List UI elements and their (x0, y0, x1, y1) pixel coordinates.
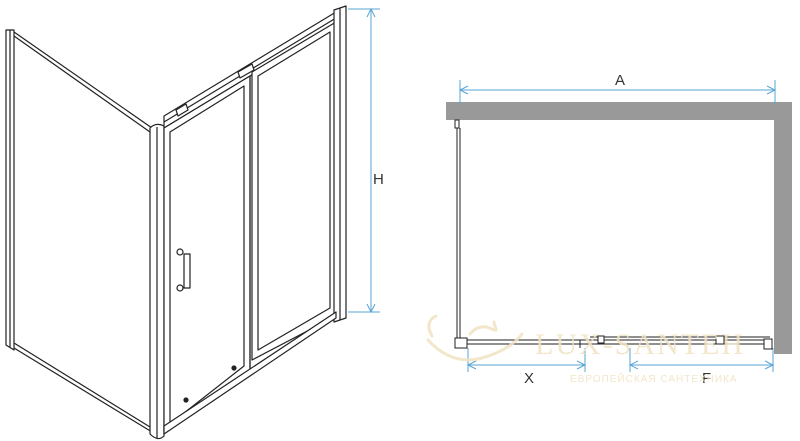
watermark: LUX-SANTEH ЕВРОПЕЙСКАЯ САНТЕХНИКА (428, 316, 745, 385)
perspective-view (6, 6, 346, 439)
wall-profile (334, 6, 346, 322)
bathtub-icon (428, 316, 522, 360)
side-panel-profile (455, 120, 459, 128)
opening-label: X (524, 370, 534, 387)
side-panel (6, 30, 152, 432)
corner-profile (150, 124, 164, 438)
fixed-front-panel (252, 22, 336, 360)
width-label: A (615, 72, 625, 89)
back-wall (446, 102, 778, 120)
watermark-tagline: ЕВРОПЕЙСКАЯ САНТЕХНИКА (570, 372, 738, 385)
side-wall (774, 102, 792, 354)
height-dimension (348, 9, 380, 312)
height-label: H (373, 171, 384, 188)
watermark-brand: LUX-SANTEH (535, 328, 745, 361)
